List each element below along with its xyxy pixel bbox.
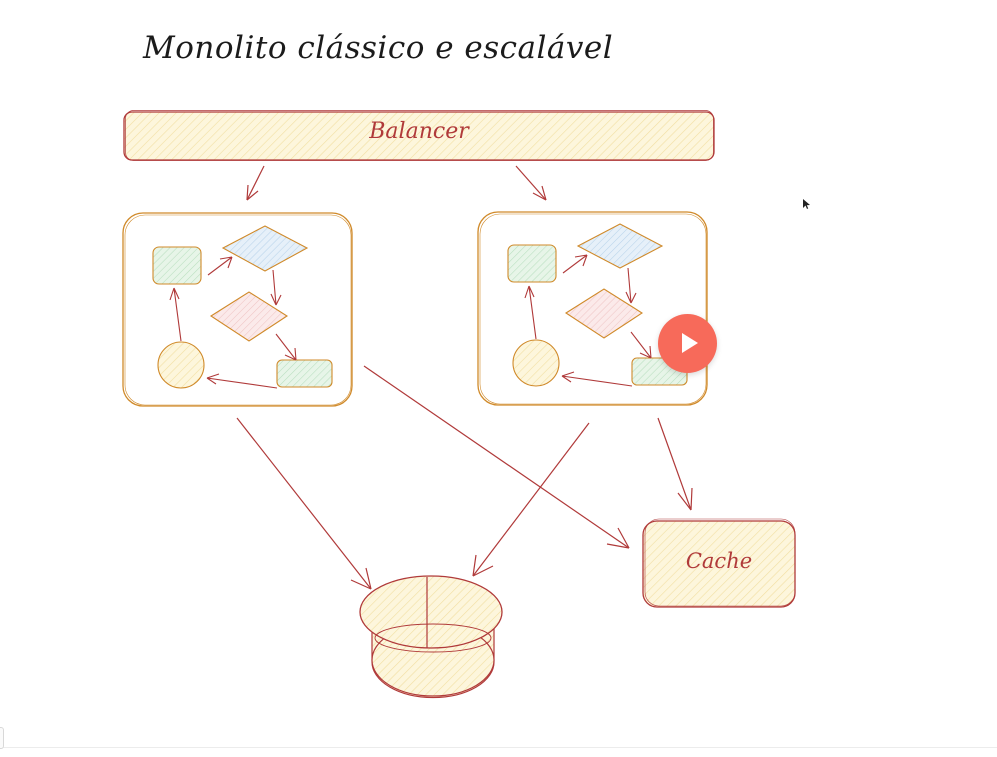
server-right-decision-top [576,223,664,269]
side-panel-handle[interactable] [0,727,4,749]
arrow-server-right-to-database [472,422,590,577]
arrow-server-right-to-cache [657,417,693,511]
server-right-module-square [507,244,557,283]
cache-label: Cache [685,549,753,573]
balancer-label: Balancer [369,119,469,144]
cache-box[interactable] [642,518,796,608]
server-right-decision-mid [564,288,644,339]
server-left-decision-top [221,225,309,272]
database-cylinder[interactable] [359,575,503,699]
server-left-module-square [152,246,202,285]
arrow-balancer-to-server-right [515,165,547,201]
play-button[interactable] [658,314,717,373]
server-left-decision-mid [209,291,289,342]
mouse-cursor-icon [803,199,810,209]
diagram-title: Monolito clássico e escalável [143,30,614,66]
bottom-divider [0,747,997,748]
arrow-server-left-to-database [236,417,372,590]
server-right-state-circle [512,339,560,387]
server-left-state-circle [157,341,205,389]
arrow-balancer-to-server-left [246,165,265,201]
play-icon [682,333,698,353]
server-left-module-output [276,359,333,388]
server-right[interactable] [477,211,708,406]
arrow-server-left-to-cache [363,365,630,549]
server-left[interactable] [122,212,353,407]
balancer-box[interactable] [123,110,715,161]
